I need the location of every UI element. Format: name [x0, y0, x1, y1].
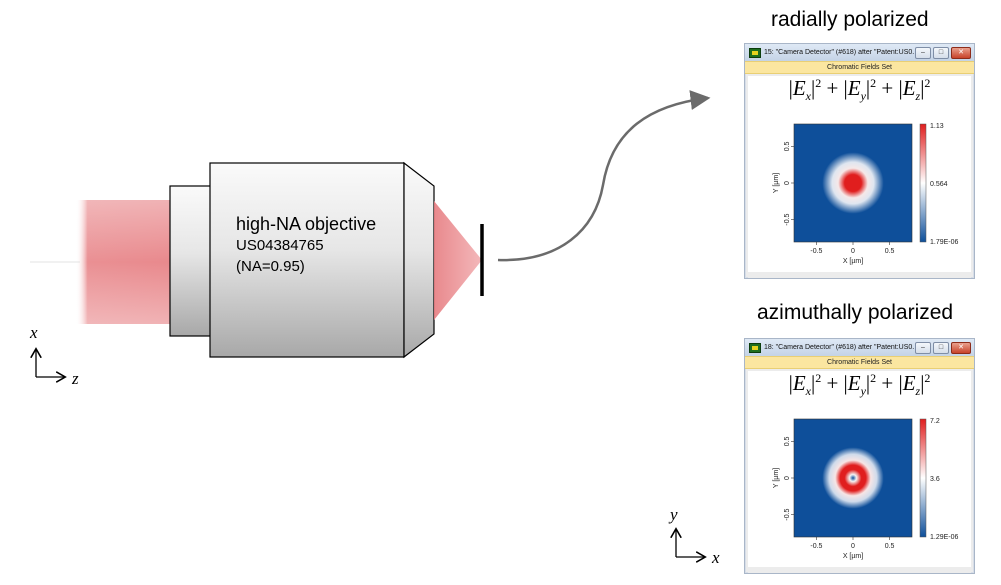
objective-patent: US04384765 — [236, 237, 324, 254]
y-axis-label: Y [µm] — [773, 468, 780, 488]
window-title: 15: "Camera Detector" (#618) after "Pate… — [764, 49, 914, 56]
axis-label-y-vertical: y — [668, 505, 678, 524]
window-titlebar[interactable]: 18: "Camera Detector" (#618) after "Pate… — [745, 339, 974, 356]
x-tick-label: 0 — [851, 248, 855, 255]
camera-detector-window-azimuthal[interactable]: 18: "Camera Detector" (#618) after "Pate… — [744, 338, 975, 574]
chromatic-fields-band: Chromatic Fields Set — [745, 356, 974, 369]
x-tick-label: 0.5 — [885, 543, 895, 550]
y-tick-label: 0.5 — [784, 436, 791, 446]
colorbar-mid-label: 3.6 — [930, 476, 940, 483]
colorbar-mid-label: 0.564 — [930, 181, 948, 188]
x-tick-label: 0 — [851, 543, 855, 550]
plot-area: |Ex|2 + |Ey|2 + |Ez|2 -0.5 0 0.5 0.5 0 -0.5 X … — [748, 76, 971, 272]
intensity-formula: |Ex|2 + |Ey|2 + |Ez|2 — [788, 371, 931, 399]
focusing-cone — [434, 201, 482, 320]
axis-label-x-vertical: x — [29, 323, 38, 342]
window-title: 18: "Camera Detector" (#618) after "Pate… — [764, 344, 914, 351]
colorbar — [919, 418, 927, 538]
window-titlebar[interactable]: 15: "Camera Detector" (#618) after "Pate… — [745, 44, 974, 61]
app-icon — [749, 342, 761, 353]
colorbar-min-label: 1.79E-06 — [930, 239, 959, 246]
x-tick-label: -0.5 — [810, 543, 822, 550]
field-map — [793, 418, 913, 538]
y-tick-label: 0.5 — [784, 141, 791, 151]
chromatic-fields-band: Chromatic Fields Set — [745, 61, 974, 74]
y-tick-label: -0.5 — [784, 213, 791, 225]
colorbar-max-label: 7.2 — [930, 418, 940, 425]
x-axis-label: X [µm] — [843, 258, 863, 265]
axis-label-z-horizontal: z — [71, 369, 79, 388]
y-tick-label: 0 — [784, 476, 791, 480]
x-tick-label: -0.5 — [810, 248, 822, 255]
objective-lens — [169, 161, 435, 359]
close-button[interactable]: ✕ — [951, 342, 971, 354]
intensity-formula: |Ex|2 + |Ey|2 + |Ez|2 — [788, 76, 931, 104]
field-map — [793, 123, 913, 243]
app-icon — [749, 47, 761, 58]
y-tick-label: -0.5 — [784, 508, 791, 520]
colorbar — [919, 123, 927, 243]
axes-left: x z — [29, 323, 79, 388]
colorbar-min-label: 1.29E-06 — [930, 534, 959, 541]
maximize-button[interactable]: □ — [933, 342, 949, 354]
plot-area: |Ex|2 + |Ey|2 + |Ez|2 -0.5 0 0.5 0.5 0 -0.5 X … — [748, 371, 971, 567]
minimize-button[interactable]: – — [915, 342, 931, 354]
incoming-beam — [30, 200, 172, 324]
result-arrow — [497, 90, 711, 262]
field-plot: -0.5 0 0.5 0.5 0 -0.5 X [µm] Y [µm] 7.2 3.6 1.29E-… — [773, 418, 959, 560]
minimize-button[interactable]: – — [915, 47, 931, 59]
maximize-button[interactable]: □ — [933, 47, 949, 59]
y-tick-label: 0 — [784, 181, 791, 185]
field-plot: -0.5 0 0.5 0.5 0 -0.5 X [µm] Y [µm] 1.13 0.564 1.7… — [773, 123, 959, 265]
close-button[interactable]: ✕ — [951, 47, 971, 59]
y-axis-label: Y [µm] — [773, 173, 780, 193]
x-axis-label: X [µm] — [843, 553, 863, 560]
caption-radially-polarized: radially polarized — [771, 8, 929, 31]
caption-azimuthally-polarized: azimuthally polarized — [757, 301, 954, 324]
colorbar-max-label: 1.13 — [930, 123, 944, 130]
x-tick-label: 0.5 — [885, 248, 895, 255]
axes-bottom: y x — [668, 505, 720, 567]
objective-name: high-NA objective — [236, 214, 377, 234]
objective-label: high-NA objective US04384765 (NA=0.95) — [236, 214, 376, 277]
camera-detector-window-radial[interactable]: 15: "Camera Detector" (#618) after "Pate… — [744, 43, 975, 279]
axis-label-x-horizontal: x — [711, 548, 720, 567]
objective-na: (NA=0.95) — [236, 258, 305, 275]
